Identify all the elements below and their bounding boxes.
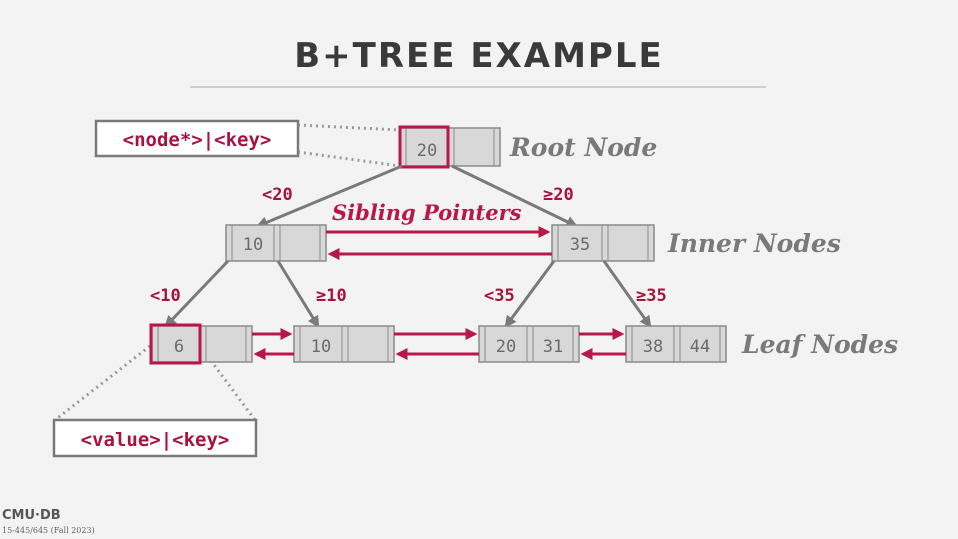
root-key: 20	[417, 141, 437, 161]
leaf-format-text: <value>|<key>	[81, 429, 230, 451]
root-right-cmp: ≥20	[543, 185, 574, 205]
leaf-highlight	[149, 323, 202, 365]
root-right-arrow	[451, 164, 579, 228]
inner2-right-cmp: ≥35	[636, 286, 667, 306]
root-left-arrow	[255, 164, 403, 228]
leaf-node-2: 10	[293, 325, 395, 363]
root-node-label: Root Node	[509, 133, 657, 162]
inner-left-left-arrow	[164, 259, 230, 328]
leaf4-key-a: 38	[643, 337, 663, 357]
leaf3-key-b: 31	[543, 337, 563, 357]
inner-left-right-arrow	[276, 260, 320, 329]
inner-node-left: 10	[225, 224, 327, 262]
inner-right-key: 35	[570, 235, 590, 255]
slide-title: B+TREE EXAMPLE	[294, 36, 664, 76]
inner1-right-cmp: ≥10	[316, 286, 347, 306]
inner1-left-cmp: <10	[150, 286, 181, 306]
root-node: 20	[398, 125, 501, 169]
inner-left-key: 10	[243, 235, 263, 255]
title-rule	[190, 86, 766, 88]
leaf-node-1: 6	[149, 323, 253, 365]
leaf4-key-b: 44	[690, 337, 710, 357]
leaf3-key-a: 20	[496, 337, 516, 357]
inner-node-right: 35	[551, 224, 655, 262]
node-format-text: <node*>|<key>	[123, 129, 272, 151]
leaf-sibling-pointers	[252, 328, 626, 360]
root-highlight	[398, 125, 450, 169]
inner-right-left-arrow	[504, 260, 556, 328]
node-format-callout: <node*>|<key>	[94, 119, 300, 158]
course-label: 15-445/645 (Fall 2023)	[2, 526, 95, 535]
callout-lines	[54, 123, 401, 422]
leaf1-key: 6	[174, 337, 184, 357]
root-left-cmp: <20	[262, 185, 293, 205]
leaf2-key: 10	[311, 337, 331, 357]
inner-right-right-arrow	[602, 260, 652, 328]
leaf-format-callout: <value>|<key>	[52, 418, 258, 458]
inner2-left-cmp: <35	[484, 286, 515, 306]
inner-nodes-label: Inner Nodes	[667, 229, 841, 258]
leaf-node-3: 20 31	[478, 325, 580, 363]
cmu-db-logo: CMU·DB	[2, 508, 61, 523]
sibling-pointers-label: Sibling Pointers	[332, 200, 522, 225]
leaf-nodes-label: Leaf Nodes	[741, 330, 898, 359]
leaf-node-4: 38 44	[625, 325, 727, 363]
